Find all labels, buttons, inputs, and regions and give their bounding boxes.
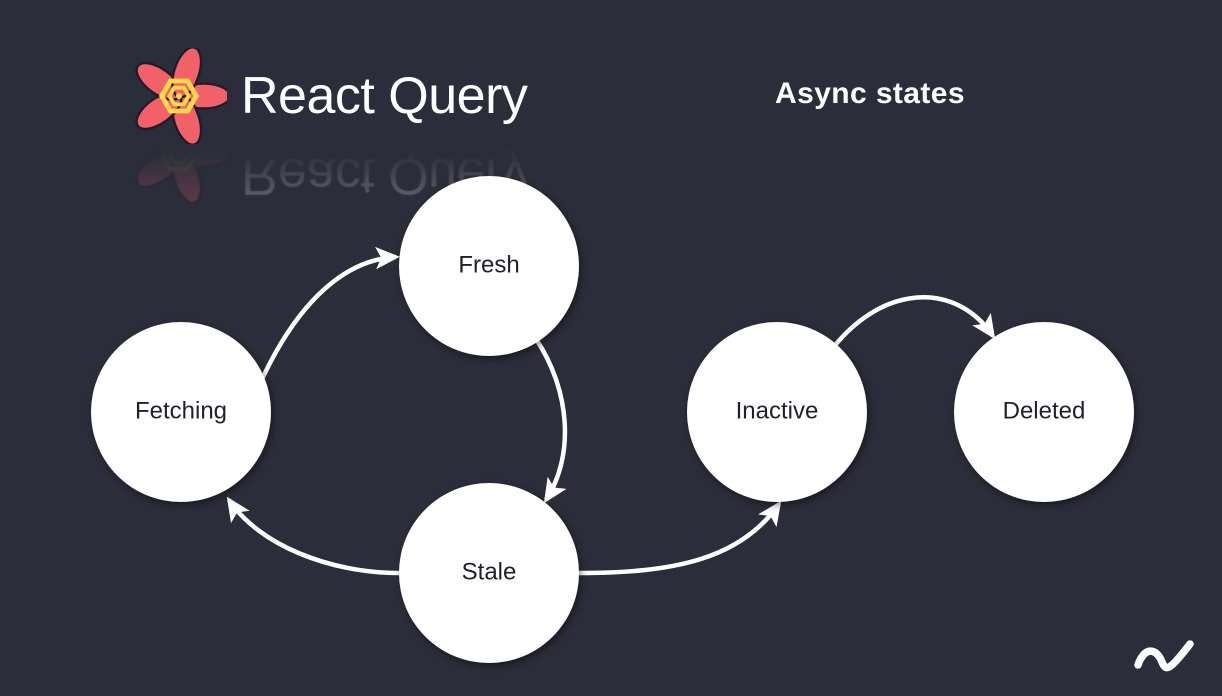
state-nodes: Fetching Fresh Stale Inactive Deleted	[91, 176, 1134, 663]
state-node-fresh[interactable]: Fresh	[399, 176, 579, 356]
brand-logo: React Query	[131, 48, 528, 144]
edge-inactive-to-deleted	[827, 295, 996, 355]
state-node-stale-label: Stale	[462, 558, 517, 585]
edge-stale-to-fetching	[226, 496, 400, 576]
react-query-atom-logo	[135, 48, 227, 144]
state-node-inactive[interactable]: Inactive	[687, 322, 867, 502]
brand-wordmark: React Query	[241, 67, 528, 125]
state-node-fetching-label: Fetching	[135, 397, 227, 424]
squiggle-check-logo	[1134, 640, 1194, 672]
edge-stale-to-inactive	[578, 500, 782, 576]
state-node-fetching[interactable]: Fetching	[91, 322, 271, 502]
state-node-deleted[interactable]: Deleted	[954, 322, 1134, 502]
state-node-deleted-label: Deleted	[1003, 397, 1086, 424]
edge-fresh-to-stale	[534, 337, 568, 504]
state-node-stale[interactable]: Stale	[399, 483, 579, 663]
state-node-inactive-label: Inactive	[736, 397, 819, 424]
state-node-fresh-label: Fresh	[458, 251, 519, 278]
